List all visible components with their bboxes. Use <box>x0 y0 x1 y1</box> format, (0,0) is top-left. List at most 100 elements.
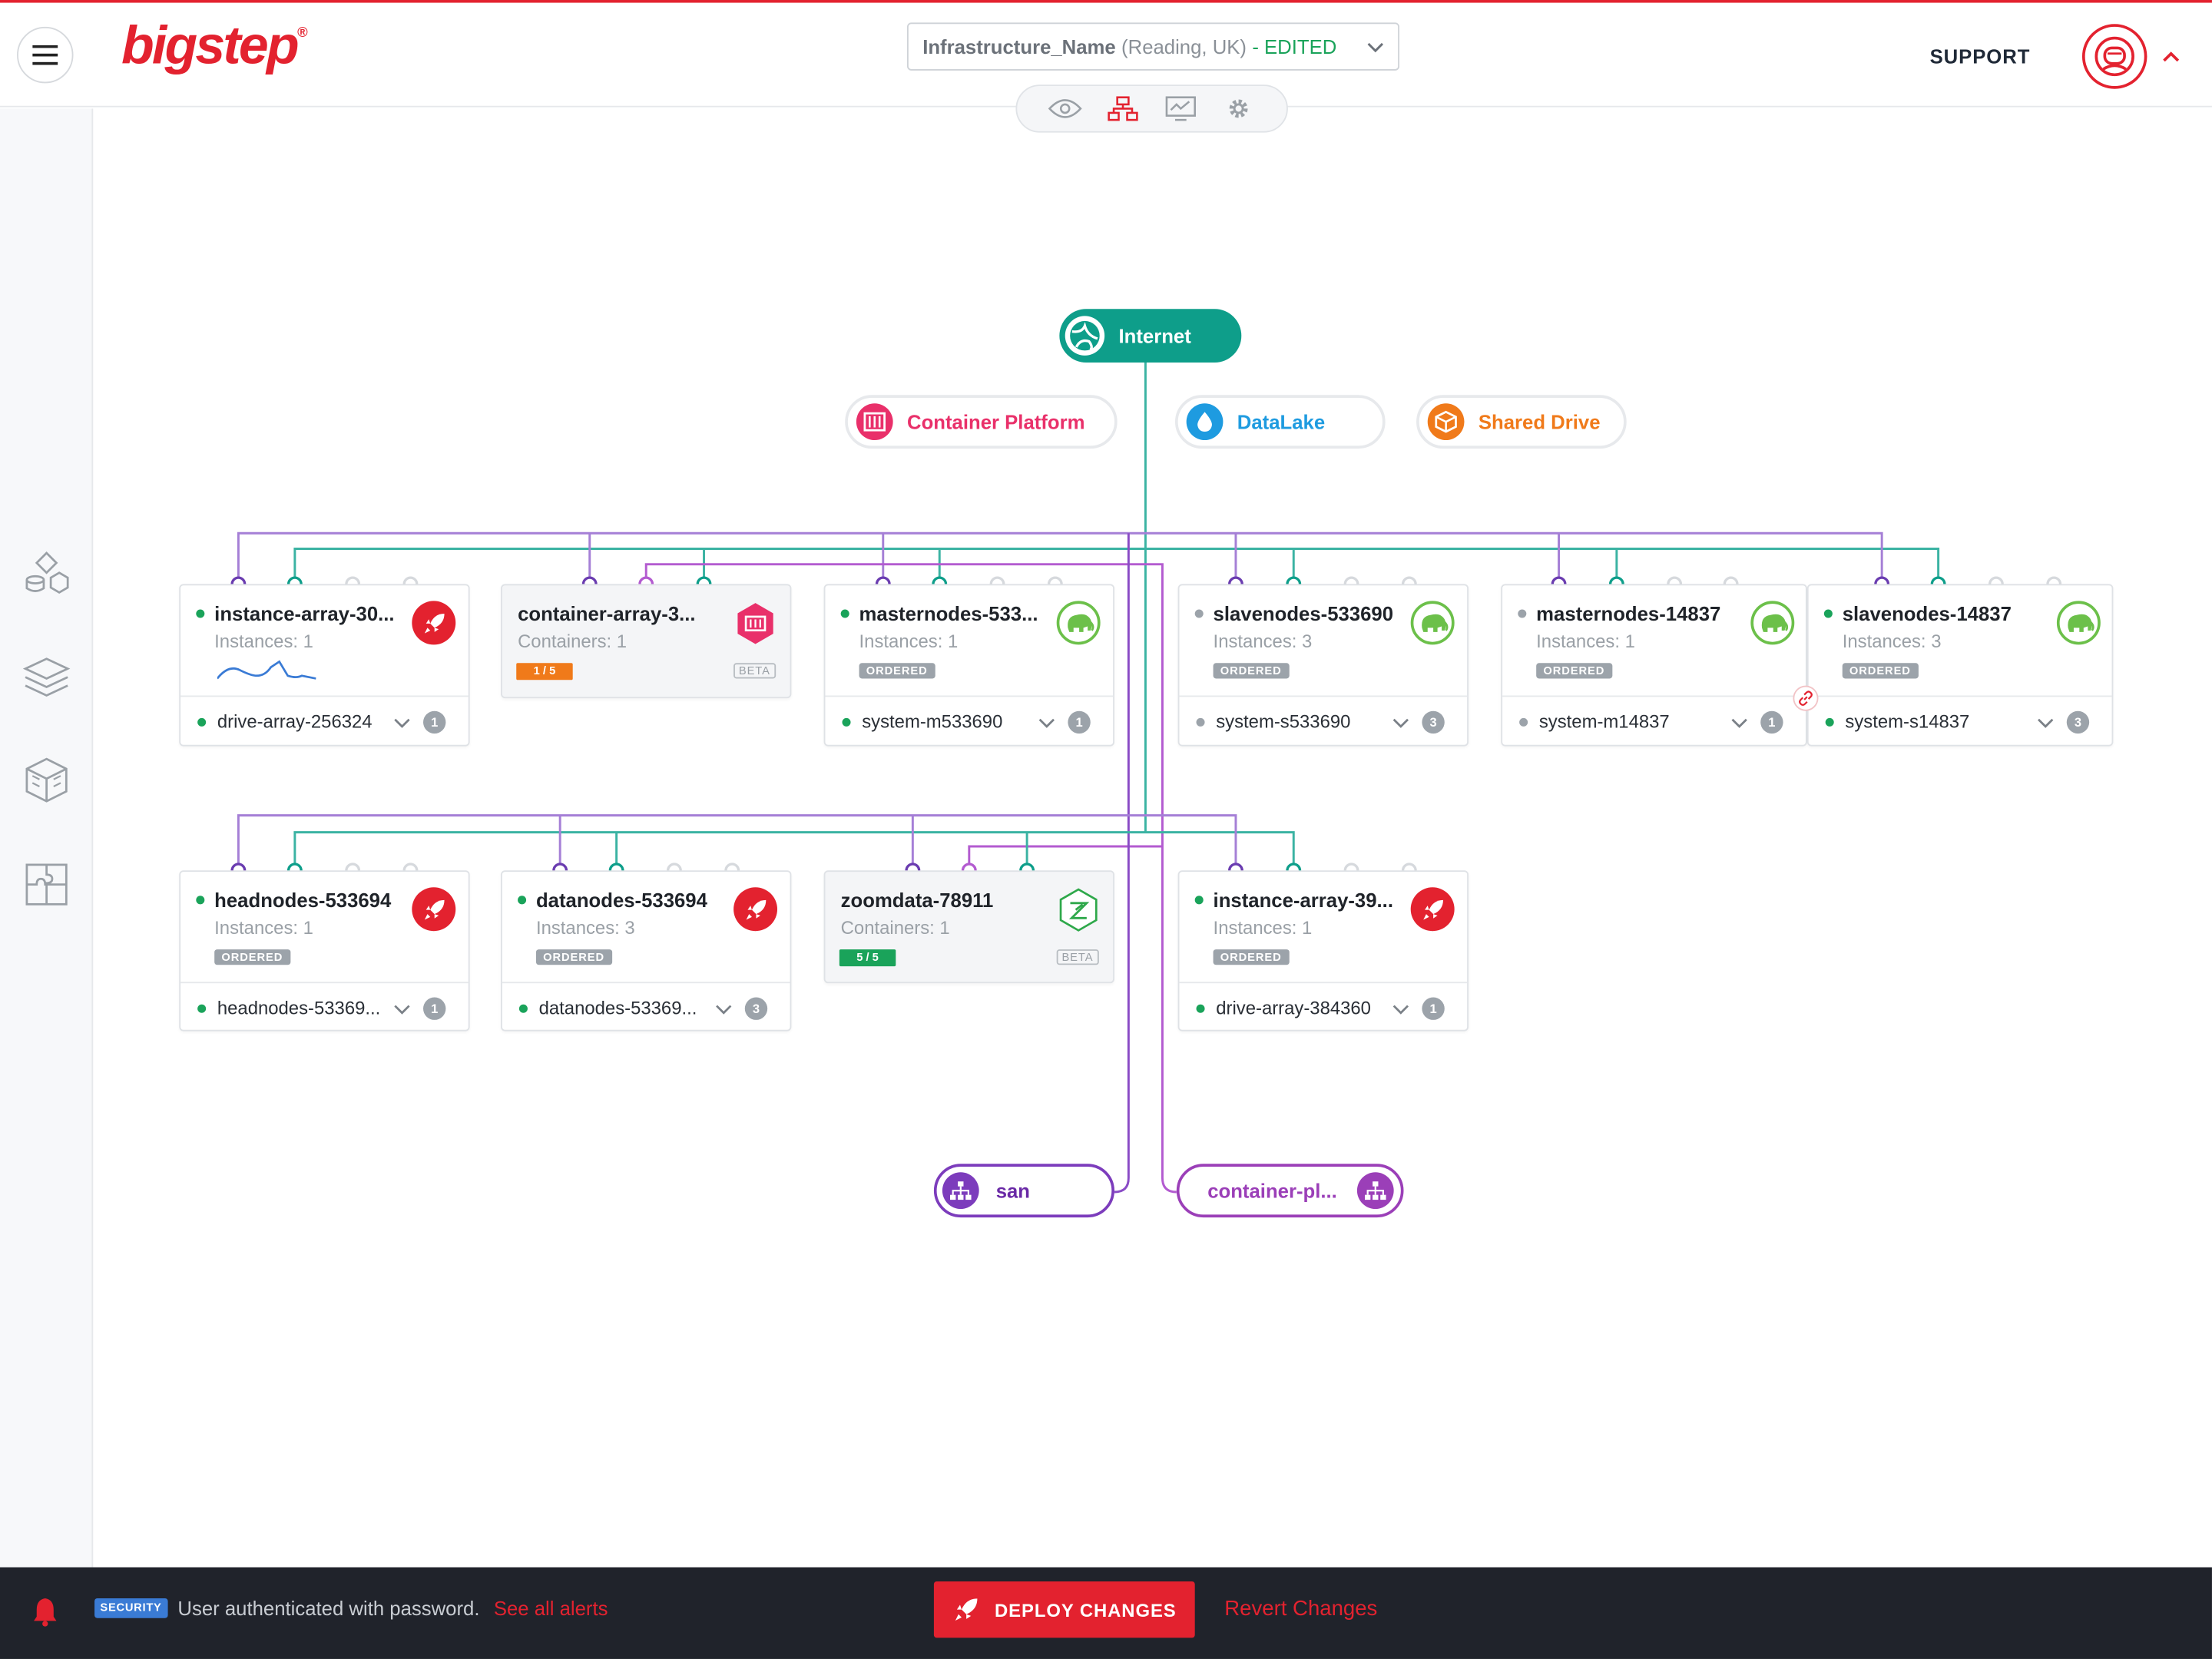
ordered-badge: ORDERED <box>1213 663 1289 679</box>
count-badge: 1 <box>1422 997 1445 1020</box>
card-footer[interactable]: system-s533690 3 <box>1179 695 1468 746</box>
instance-array-39-card[interactable]: instance-array-39... Instances: 1 ORDERE… <box>1177 870 1469 1032</box>
chevron-down-icon[interactable] <box>714 998 733 1018</box>
infrastructure-select[interactable]: Infrastructure_Name (Reading, UK) - EDIT… <box>906 22 1400 71</box>
ordered-badge: ORDERED <box>1213 949 1289 965</box>
rocket-icon <box>733 887 778 932</box>
zoomdata-card[interactable]: zoomdata-78911 Containers: 1 5 / 5 BETA <box>823 870 1114 984</box>
infrastructure-status: - EDITED <box>1252 35 1337 58</box>
rocket-icon <box>955 1598 978 1621</box>
count-badge: 1 <box>1068 710 1091 734</box>
see-all-alerts-link[interactable]: See all alerts <box>493 1597 608 1620</box>
container-progress: 1 / 5 <box>516 663 573 680</box>
chevron-down-icon[interactable] <box>1730 713 1750 733</box>
card-instances: Instances: 1 <box>1213 916 1313 939</box>
cube-icon[interactable] <box>20 753 74 807</box>
container-platform-network[interactable]: container-pl... <box>1176 1164 1404 1218</box>
count-badge: 3 <box>2066 710 2090 734</box>
card-footer[interactable]: system-m533690 1 <box>825 695 1114 746</box>
card-footer[interactable]: drive-array-256324 1 <box>180 695 469 746</box>
card-footer[interactable]: system-m14837 1 <box>1502 695 1806 746</box>
status-dot <box>196 896 205 905</box>
masternodes-533690-card[interactable]: masternodes-533... Instances: 1 ORDERED … <box>823 584 1114 747</box>
headnodes-card[interactable]: headnodes-533694 Instances: 1 ORDERED he… <box>179 870 470 1032</box>
network-icon <box>942 1172 979 1210</box>
card-title: datanodes-533694 <box>535 889 707 912</box>
ordered-badge: ORDERED <box>214 949 290 965</box>
card-title: masternodes-14837 <box>1536 602 1721 625</box>
beta-tag: BETA <box>733 663 777 679</box>
hadoop-elephant-icon <box>1056 601 1101 645</box>
internet-node[interactable]: Internet <box>1059 309 1242 363</box>
card-instances: Instances: 3 <box>1213 631 1313 652</box>
container-platform-service[interactable]: Container Platform <box>845 395 1118 449</box>
status-dot <box>1194 609 1204 618</box>
link-icon[interactable] <box>1793 685 1819 711</box>
monitor-icon[interactable] <box>1162 93 1199 124</box>
hadoop-elephant-icon <box>1410 601 1455 645</box>
container-progress: 5 / 5 <box>839 949 896 967</box>
card-instances: Instances: 1 <box>859 631 959 652</box>
san-network[interactable]: san <box>933 1164 1114 1218</box>
card-title: container-array-3... <box>518 602 696 625</box>
chevron-down-icon[interactable] <box>1391 713 1411 733</box>
hamburger-icon <box>32 45 58 65</box>
support-link[interactable]: SUPPORT <box>1929 45 2031 68</box>
shared-drive-label: Shared Drive <box>1478 410 1601 433</box>
card-title: slavenodes-533690 <box>1213 602 1393 625</box>
slavenodes-14837-card[interactable]: slavenodes-14837 Instances: 3 ORDERED sy… <box>1806 584 2114 747</box>
objects-icon[interactable] <box>20 546 74 600</box>
deploy-changes-button[interactable]: DEPLOY CHANGES <box>933 1581 1195 1638</box>
shared-drive-service[interactable]: Shared Drive <box>1416 395 1627 449</box>
container-platform-label: Container Platform <box>906 410 1085 433</box>
drive-array-label: system-s533690 <box>1216 710 1351 733</box>
status-dot <box>197 717 207 726</box>
container-platform-network-label: container-pl... <box>1207 1179 1337 1202</box>
datalake-service[interactable]: DataLake <box>1174 395 1386 449</box>
chevron-down-icon[interactable] <box>1037 713 1057 733</box>
gear-icon[interactable] <box>1220 93 1257 124</box>
instance-array-card[interactable]: instance-array-30... Instances: 1 drive-… <box>179 584 470 747</box>
bigstep-logo[interactable]: bigstep® <box>121 17 308 77</box>
card-footer[interactable]: system-s14837 3 <box>1808 695 2112 746</box>
infrastructure-location: (Reading, UK) <box>1121 35 1247 58</box>
eye-icon[interactable] <box>1048 93 1084 124</box>
ordered-badge: ORDERED <box>1536 663 1612 679</box>
chevron-down-icon[interactable] <box>1391 998 1411 1018</box>
slavenodes-533690-card[interactable]: slavenodes-533690 Instances: 3 ORDERED s… <box>1177 584 1469 747</box>
card-footer[interactable]: drive-array-384360 1 <box>1179 982 1468 1032</box>
card-instances: Instances: 3 <box>535 916 635 939</box>
status-dot <box>1518 609 1527 618</box>
menu-button[interactable] <box>17 26 74 84</box>
card-title: zoomdata-78911 <box>840 889 994 912</box>
card-title: slavenodes-14837 <box>1842 602 2012 625</box>
rocket-icon <box>1410 887 1455 932</box>
layers-icon[interactable] <box>20 651 74 704</box>
chevron-down-icon <box>1367 42 1384 53</box>
count-badge: 1 <box>423 997 446 1020</box>
chevron-down-icon[interactable] <box>392 713 412 733</box>
user-avatar[interactable] <box>2081 24 2147 89</box>
drive-array-label: system-s14837 <box>1845 710 1970 733</box>
bell-icon[interactable] <box>31 1595 59 1627</box>
card-title: instance-array-39... <box>1213 889 1393 912</box>
sparkline-icon <box>217 660 316 680</box>
datanodes-card[interactable]: datanodes-533694 Instances: 3 ORDERED da… <box>501 870 792 1032</box>
card-footer[interactable]: headnodes-53369... 1 <box>180 982 469 1032</box>
card-containers: Containers: 1 <box>518 631 628 652</box>
revert-changes-link[interactable]: Revert Changes <box>1224 1597 1378 1621</box>
container-array-card[interactable]: container-array-3... Containers: 1 1 / 5… <box>501 584 792 699</box>
network-icon <box>1356 1172 1394 1210</box>
masternodes-14837-card[interactable]: masternodes-14837 Instances: 1 ORDERED s… <box>1501 584 1807 747</box>
status-dot <box>1825 717 1834 726</box>
puzzle-icon[interactable] <box>20 858 74 912</box>
topology-icon[interactable] <box>1104 93 1141 124</box>
drive-array-label: drive-array-256324 <box>217 710 373 733</box>
card-footer[interactable]: datanodes-53369... 3 <box>502 982 790 1032</box>
chevron-up-icon[interactable] <box>2160 45 2182 68</box>
chevron-down-icon[interactable] <box>2035 713 2055 733</box>
chevron-down-icon[interactable] <box>392 998 412 1018</box>
card-instances: Instances: 1 <box>1536 631 1635 652</box>
status-dot <box>840 609 849 618</box>
